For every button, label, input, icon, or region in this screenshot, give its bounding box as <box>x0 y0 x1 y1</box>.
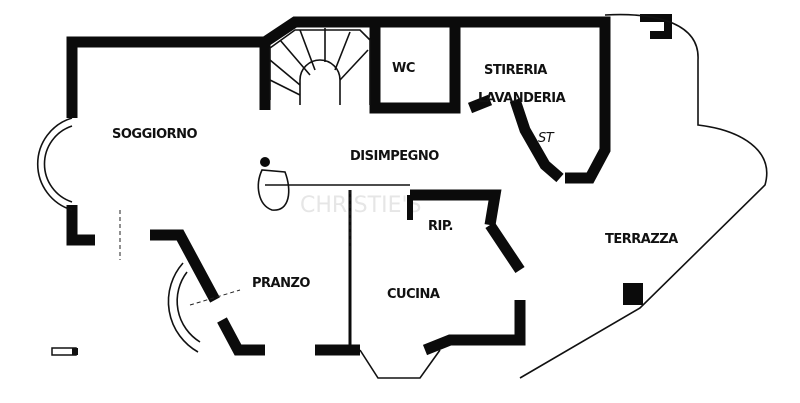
thin-lines <box>36 13 768 379</box>
room-terrazza: TERRAZZA <box>605 232 678 247</box>
room-st: ST <box>538 131 555 146</box>
room-stireria: STIRERIA <box>484 63 547 78</box>
room-disimpegno: DISIMPEGNO <box>350 149 439 164</box>
watermark: CHRISTIE'S <box>300 193 421 218</box>
room-wc: WC <box>392 61 415 76</box>
room-labels: SOGGIORNO DISIMPEGNO WC STIRERIA LAVANDE… <box>112 61 679 302</box>
room-pranzo: PRANZO <box>252 276 310 291</box>
room-lavanderia: LAVANDERIA <box>478 91 566 106</box>
room-cucina: CUCINA <box>387 287 440 302</box>
walls <box>66 14 672 356</box>
room-soggiorno: SOGGIORNO <box>112 127 198 142</box>
room-rip: RIP. <box>428 219 453 234</box>
